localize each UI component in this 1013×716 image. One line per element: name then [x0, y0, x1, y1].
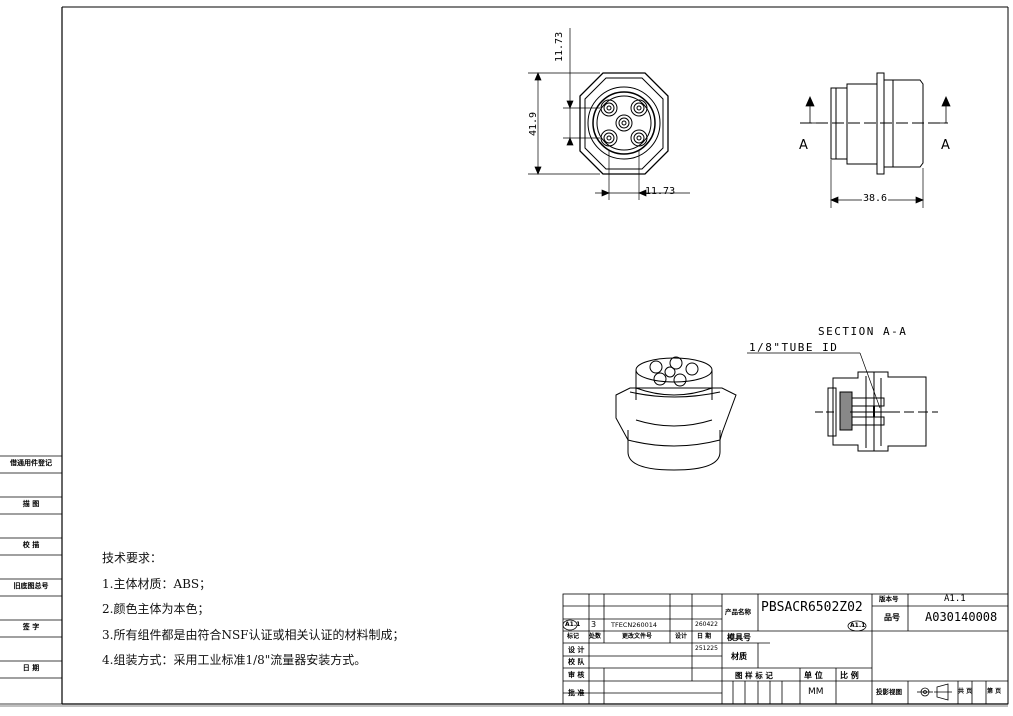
- col-date: 日 期: [697, 633, 712, 640]
- dim-front-height: 41.9: [528, 111, 539, 136]
- drawing-mark-label: 图 样 标 记: [735, 671, 773, 680]
- dim-front-top: 11.73: [554, 31, 565, 62]
- design-date: 251225: [695, 645, 718, 652]
- front-view-dimensions: [528, 28, 690, 200]
- section-title: SECTION A-A: [818, 325, 908, 338]
- unit-value: MM: [808, 687, 824, 697]
- requirement-item: 4.组装方式：采用工业标准1/8"流量器安装方式。: [102, 653, 367, 667]
- requirement-item: 3.所有组件都是由符合NSF认证或相关认证的材料制成；: [102, 627, 405, 642]
- product-name: PBSACR6502Z02: [761, 600, 863, 615]
- revision-qty: 3: [591, 620, 597, 629]
- dim-front-bottom: 11.73: [645, 186, 676, 197]
- unit-label: 单 位: [804, 671, 823, 680]
- col-qty: 处数: [589, 633, 602, 640]
- col-mark: 标记: [567, 633, 580, 640]
- product-name-label: 产品名称: [725, 608, 751, 616]
- material-label: 材质: [731, 652, 747, 661]
- col-doc: 更改文件号: [622, 633, 653, 640]
- dim-side-width: 38.6: [862, 193, 889, 204]
- version-label: 版本号: [879, 595, 899, 603]
- isometric-view: [615, 356, 737, 471]
- requirements-title: 技术要求：: [102, 551, 163, 565]
- total-pages: 共 页: [958, 688, 973, 695]
- side-view-section-markers: [805, 96, 951, 124]
- left-column-grid: [0, 455, 62, 679]
- product-rev: A1.1: [850, 622, 866, 629]
- left-label-date: 日 期: [22, 664, 40, 672]
- section-view: [815, 371, 938, 452]
- tube-id-label: 1/8"TUBE ID: [749, 341, 839, 354]
- projection-label: 投影视图: [876, 688, 902, 696]
- rev-mark: A1.1: [565, 621, 581, 628]
- review-label: 审 核: [568, 671, 585, 679]
- title-block-grid: [562, 593, 1009, 705]
- part-no-value: A030140008: [925, 610, 998, 624]
- change-date: 260422: [695, 621, 718, 628]
- change-doc-no: TFECN260014: [611, 621, 658, 629]
- scale-label: 比 例: [840, 671, 859, 680]
- technical-requirements: 技术要求： 1.主体材质：ABS； 2.颜色主体为本色； 3.所有组件都是由符合…: [102, 548, 405, 676]
- part-no-label: 品号: [884, 613, 900, 622]
- design-label: 设 计: [568, 646, 585, 654]
- check-label: 校 队: [568, 658, 585, 666]
- left-label-signature: 签 字: [22, 623, 40, 631]
- section-mark-left: A: [799, 138, 808, 153]
- mold-no-label: 模具号: [727, 633, 751, 642]
- col-sign: 设计: [675, 633, 688, 640]
- left-label-old-drawing-no: 旧底图总号: [13, 582, 49, 590]
- requirement-item: 1.主体材质：ABS；: [102, 576, 212, 591]
- left-label-registration: 借通用件登记: [10, 459, 52, 467]
- approve-label: 批 准: [568, 689, 585, 697]
- version-value: A1.1: [944, 594, 966, 604]
- product-rev-circle: [847, 620, 867, 632]
- rev-mark-circle: [562, 619, 578, 631]
- tube-id-leader: [747, 352, 881, 409]
- front-view: [579, 72, 669, 175]
- side-view: [800, 72, 948, 175]
- left-label-trace-check: 校 描: [22, 541, 40, 549]
- requirement-item: 2.颜色主体为本色；: [102, 602, 210, 616]
- page-number: 第 页: [987, 688, 1002, 695]
- left-label-trace: 描 图: [22, 500, 40, 508]
- section-mark-right: A: [941, 138, 950, 153]
- projection-symbol-icon: [917, 683, 952, 701]
